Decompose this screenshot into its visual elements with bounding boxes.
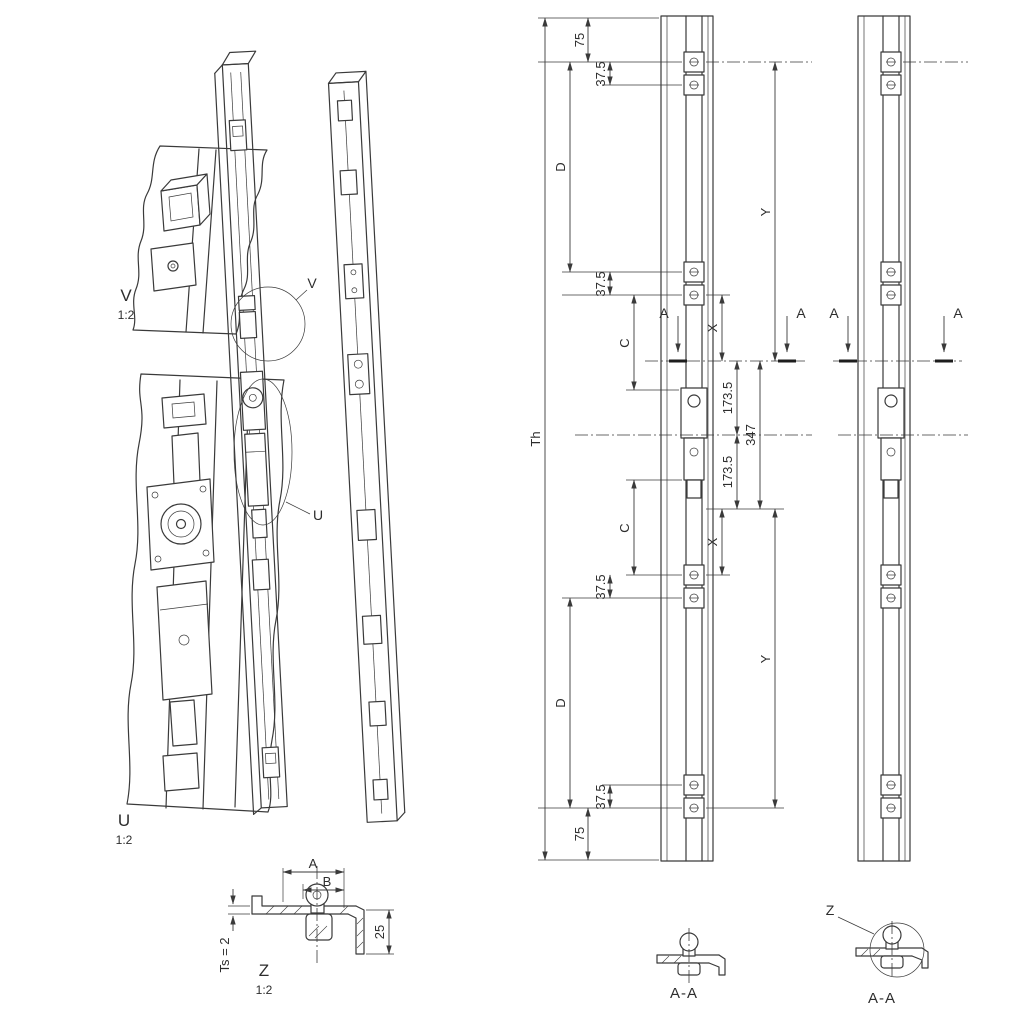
dimensioned-profile — [660, 15, 714, 862]
dimension-173-5-lower: 173.5 — [720, 456, 735, 489]
detail-z-scale: 1:2 — [256, 983, 273, 997]
dimension-37-5-bottom: 37.5 — [593, 784, 608, 809]
central-gearbox — [239, 370, 270, 539]
profile-bar-front — [214, 50, 288, 815]
central-gearbox — [680, 387, 708, 499]
dimension-37-5-upper: 37.5 — [593, 271, 608, 296]
keeper-block — [683, 74, 705, 96]
section-aa-left-label: A-A — [670, 985, 698, 1002]
keeper-with-screws — [347, 353, 371, 396]
dimension-c-upper: C — [617, 338, 632, 347]
keeper-block — [683, 587, 705, 609]
keeper-block — [683, 564, 705, 586]
section-cut-arrows-left-profile: A A — [659, 305, 806, 363]
keeper-block — [683, 774, 705, 796]
lower-cam — [251, 558, 271, 591]
dimension-ts: Ts = 2 — [217, 937, 232, 972]
dimension-x-lower: X — [705, 537, 720, 546]
callout-v-label: V — [307, 275, 317, 291]
keeper-block — [361, 614, 383, 645]
keeper-block — [336, 99, 354, 122]
dimension-y-upper: Y — [758, 207, 773, 216]
dimension-25: 25 — [372, 925, 387, 939]
section-arrow-label: A — [829, 305, 839, 321]
profile-bar-side — [327, 70, 406, 823]
dimension-75-top: 75 — [572, 33, 587, 47]
keeper-block — [880, 74, 902, 96]
section-cut-arrows-right-profile: A A — [829, 305, 963, 363]
section-view-a-left: A-A — [656, 928, 726, 1002]
detail-v-callout-circle — [230, 286, 306, 362]
dimension-37-5-lower: 37.5 — [593, 574, 608, 599]
dimension-75-bottom: 75 — [572, 827, 587, 841]
section-view-a-right: Z A-A — [826, 902, 929, 1007]
detail-z-callout-circle — [869, 922, 925, 978]
dimension-x-upper: X — [705, 323, 720, 332]
central-gearbox — [877, 387, 905, 499]
detail-v-scale: 1:2 — [118, 308, 135, 322]
mushroom-cam-section — [305, 883, 333, 941]
dimension-a: A — [309, 856, 318, 871]
section-aa-right-label: A-A — [868, 990, 896, 1007]
dimension-d-upper: D — [553, 162, 568, 171]
top-cam — [228, 119, 248, 152]
dimension-th: Th — [528, 431, 543, 446]
detail-u-scale: 1:2 — [116, 833, 133, 847]
gear-wheel — [160, 503, 202, 545]
detail-view-u: U 1:2 — [116, 373, 285, 847]
dimension-347: 347 — [743, 424, 758, 446]
callout-u-label: U — [313, 507, 323, 523]
dimension-d-lower: D — [553, 698, 568, 707]
keeper-block — [683, 284, 705, 306]
dimension-y-lower: Y — [758, 654, 773, 663]
keeper-block — [683, 51, 705, 73]
keeper-block — [880, 284, 902, 306]
detail-u-label: U — [118, 811, 130, 830]
keeper-block — [372, 778, 389, 801]
section-arrow-label: A — [796, 305, 806, 321]
section-arrow-label: A — [953, 305, 963, 321]
section-arrow-label: A — [659, 305, 669, 321]
keeper-block — [683, 261, 705, 283]
keeper-block — [339, 169, 358, 196]
striker-plate — [150, 242, 197, 292]
detail-view-z: A B 25 Ts = 2 Z 1:2 — [217, 856, 394, 997]
gear-assembly — [146, 432, 215, 571]
dimension-37-5-top: 37.5 — [593, 61, 608, 86]
detail-v-label: V — [120, 286, 132, 305]
detail-view-v: V 1:2 — [118, 145, 268, 335]
dimension-annotations: Th 75 37.5 D 37.5 C C 37.5 D 37.5 75 X 1… — [528, 17, 778, 861]
keeper-block — [356, 508, 378, 542]
callout-z-label: Z — [826, 902, 835, 918]
keeper-block — [683, 797, 705, 819]
dimension-b: B — [323, 874, 332, 889]
keeper-with-screws — [343, 263, 365, 300]
mushroom-cam — [237, 294, 258, 339]
keeper-block — [880, 564, 902, 586]
dimension-173-5-upper: 173.5 — [720, 382, 735, 415]
dimension-c-lower: C — [617, 523, 632, 532]
top-striker — [161, 393, 207, 429]
keeper-block — [880, 587, 902, 609]
lock-case — [156, 580, 213, 792]
keeper-block — [880, 261, 902, 283]
keeper-block — [880, 797, 902, 819]
side-profile — [857, 15, 911, 862]
keeper-block — [368, 700, 387, 727]
bottom-cam — [261, 746, 281, 779]
keeper-block — [880, 774, 902, 796]
detail-u-callout-ellipse — [233, 378, 293, 526]
keeper-block — [880, 51, 902, 73]
detail-z-label: Z — [259, 961, 269, 980]
keeper-block — [160, 173, 211, 232]
